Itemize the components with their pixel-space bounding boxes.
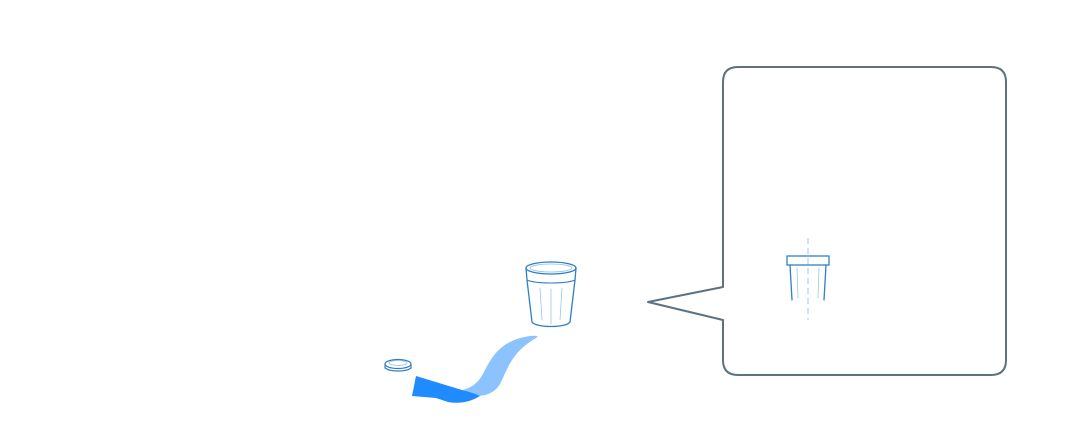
arrow-ribbon-light (452, 335, 538, 396)
curved-arrow-icon (412, 335, 538, 403)
plastic-cup-icon (525, 261, 577, 328)
cup-lid-icon (384, 358, 412, 372)
speech-callout (647, 66, 1007, 376)
cup-side-view-icon (786, 238, 830, 320)
arrow-head-dark (412, 376, 480, 403)
